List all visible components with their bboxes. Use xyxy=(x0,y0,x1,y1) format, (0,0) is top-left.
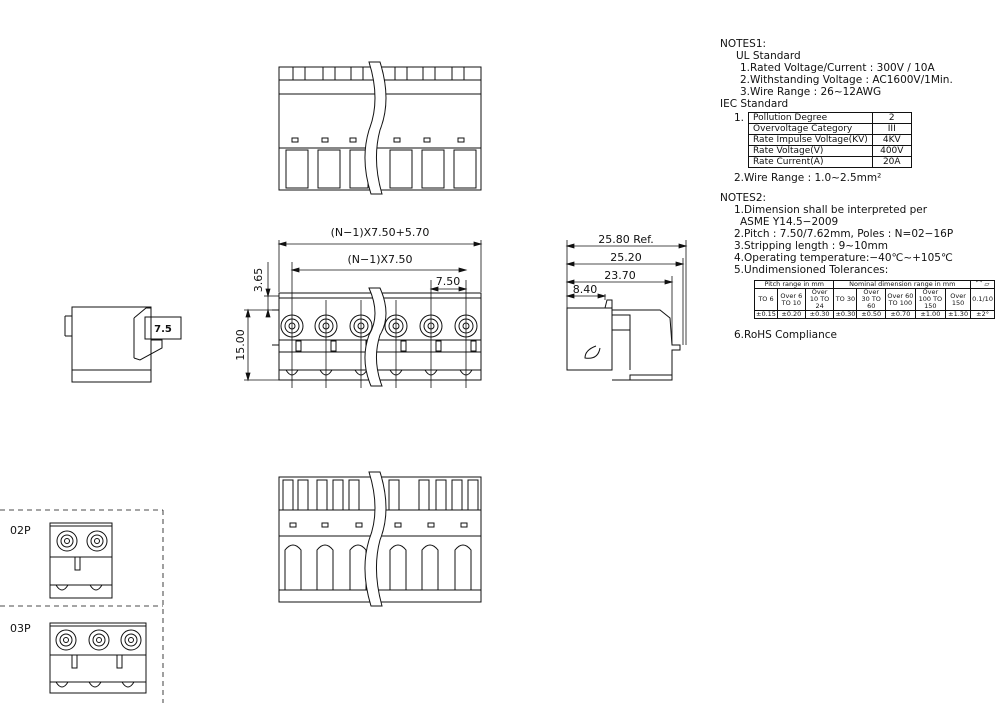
right-side-view xyxy=(565,240,688,381)
tol-value: ±2° xyxy=(970,310,995,319)
iec-key: Pollution Degree xyxy=(748,112,873,124)
variant-03p-drawing xyxy=(49,622,147,694)
tolerance-table: Pitch range in mm Nominal dimension rang… xyxy=(753,280,995,319)
iec-wire-range: 2.Wire Range : 1.0~2.5mm² xyxy=(734,172,882,184)
ul-standard-title: UL Standard xyxy=(736,50,801,62)
ul-item: 3.Wire Range : 26~12AWG xyxy=(740,86,882,98)
left-side-view xyxy=(64,306,182,383)
table-row: Rate Voltage(V)400V xyxy=(748,145,912,157)
tol-value: ±0.15 xyxy=(754,310,778,319)
tol-angle-head: ⌒ ▱ xyxy=(970,280,995,289)
dim-r2: 25.20 xyxy=(610,251,642,264)
front-dimensions xyxy=(244,240,483,382)
iec-value: 2 xyxy=(871,112,912,124)
table-row: TO 6 Over 6 TO 10 Over 10 TO 24 TO 30 Ov… xyxy=(754,288,995,311)
notes2-item: 3.Stripping length : 9~10mm xyxy=(734,240,888,252)
dim-offset: 3.65 xyxy=(252,268,265,293)
tol-value: ±1.00 xyxy=(914,310,947,319)
tol-range: TO 30 xyxy=(833,288,858,311)
iec-standard-title: IEC Standard xyxy=(720,98,789,110)
tol-angle: 0.1/10 xyxy=(970,288,995,311)
notes2-title: NOTES2: xyxy=(720,192,767,204)
notes2-item: 2.Pitch : 7.50/7.62mm, Poles : N=02−16P xyxy=(734,228,954,240)
ul-item: 2.Withstanding Voltage : AC1600V/1Min. xyxy=(740,74,953,86)
tol-value: ±0.30 xyxy=(804,310,835,319)
tol-value: ±0.50 xyxy=(856,310,887,319)
tol-value: ±0.30 xyxy=(833,310,858,319)
tol-value: ±0.20 xyxy=(776,310,806,319)
notes2-item: ASME Y14.5−2009 xyxy=(740,216,839,228)
dim-pitch: 7.50 xyxy=(436,275,461,288)
table-row: Rate Current(A)20A xyxy=(748,156,912,168)
tol-range: TO 6 xyxy=(754,288,778,311)
iec-value: 4KV xyxy=(871,134,912,146)
variant-label-02p: 02P xyxy=(10,524,31,537)
notes1-title: NOTES1: xyxy=(720,38,767,50)
table-row: ±0.15 ±0.20 ±0.30 ±0.30 ±0.50 ±0.70 ±1.0… xyxy=(754,310,995,319)
tol-head-nominal: Nominal dimension range in mm xyxy=(833,280,972,289)
ul-item: 1.Rated Voltage/Current : 300V / 10A xyxy=(740,62,935,74)
front-view xyxy=(272,262,482,388)
dim-pitch-total: (N−1)X7.50 xyxy=(347,253,412,266)
iec-key: Rate Voltage(V) xyxy=(748,145,873,157)
iec-value: 20A xyxy=(871,156,912,168)
notes2-item: 4.Operating temperature:−40℃~+105℃ xyxy=(734,252,953,264)
iec-value: 400V xyxy=(871,145,912,157)
tol-range: Over 30 TO 60 xyxy=(856,288,887,311)
tol-value: ±1.30 xyxy=(945,310,972,319)
variant-label-03p: 03P xyxy=(10,622,31,635)
iec-key: Overvoltage Category xyxy=(748,123,873,135)
dim-r1: 25.80 Ref. xyxy=(598,233,653,246)
variant-panels xyxy=(0,509,164,703)
tol-range: Over 150 xyxy=(945,288,972,311)
dim-r3: 23.70 xyxy=(604,269,636,282)
tol-range: Over 60 TO 100 xyxy=(885,288,916,311)
dim-r4: 8.40 xyxy=(573,283,598,296)
tol-range: Over 100 TO 150 xyxy=(914,288,947,311)
tol-value: ±0.70 xyxy=(885,310,916,319)
iec-value: III xyxy=(871,123,912,135)
dim-height: 15.00 xyxy=(234,329,247,361)
notes-panel: NOTES1: UL Standard 1.Rated Voltage/Curr… xyxy=(720,38,995,341)
iec-key: Rate Current(A) xyxy=(748,156,873,168)
tol-range: Over 6 TO 10 xyxy=(776,288,806,311)
notes2-item: 1.Dimension shall be interpreted per xyxy=(734,204,928,216)
tol-range: Over 10 TO 24 xyxy=(804,288,835,311)
dim-overall: (N−1)X7.50+5.70 xyxy=(331,226,430,239)
iec-key: Rate Impulse Voltage(KV) xyxy=(748,134,873,146)
notes2-item: 5.Undimensioned Tolerances: xyxy=(734,264,889,276)
variant-02p-drawing xyxy=(49,522,113,599)
rohs-note: 6.RoHS Compliance xyxy=(734,329,837,341)
iec-number: 1. xyxy=(734,112,745,124)
dim-side-label: 7.5 xyxy=(154,324,172,335)
table-row: Rate Impulse Voltage(KV)4KV xyxy=(748,134,912,146)
